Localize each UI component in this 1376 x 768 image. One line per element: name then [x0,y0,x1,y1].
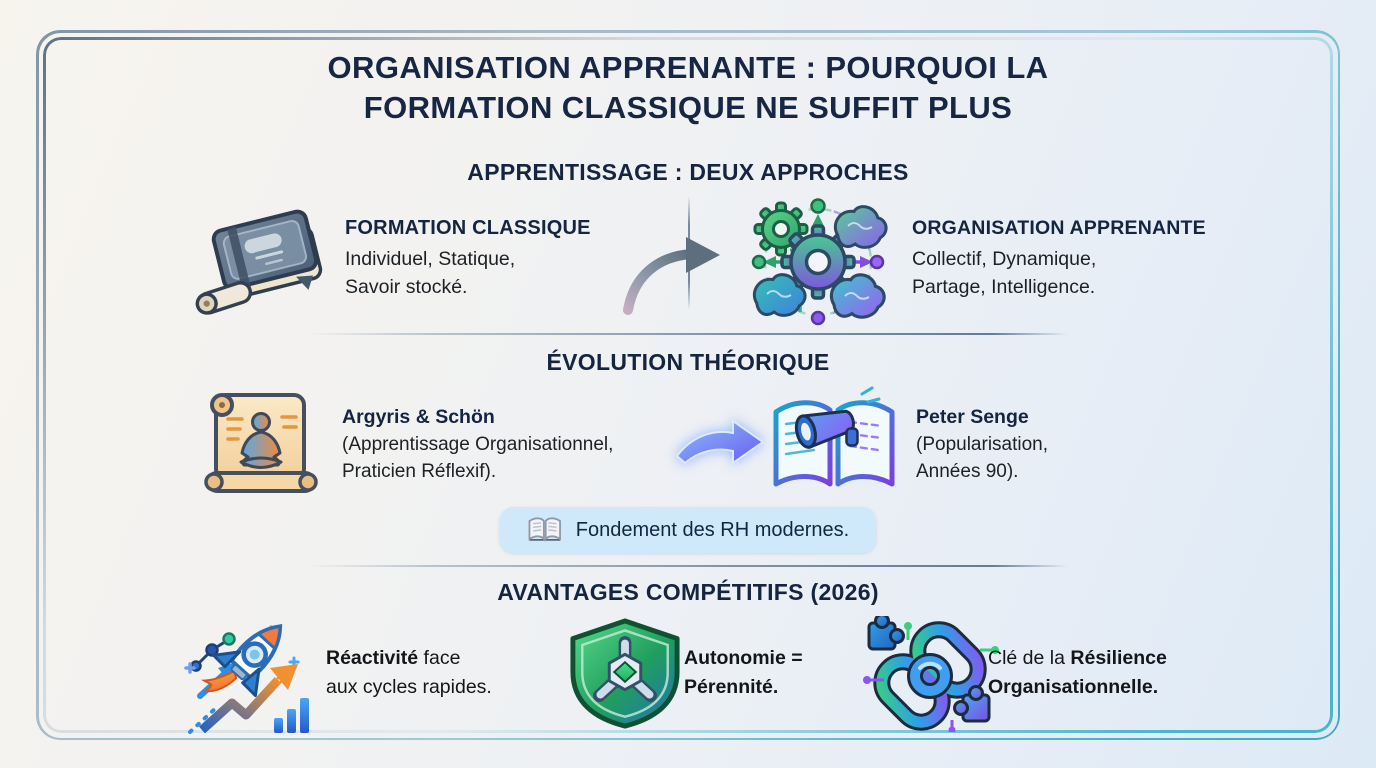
advantage-autonomy-line1: Autonomie = [684,647,803,669]
senge-line2: Années 90). [916,461,1019,482]
learning-org-line1: Collectif, Dynamique, [912,248,1097,270]
advantage-reactivity-line1: Réactivité face [326,647,461,669]
page-title-line2: FORMATION CLASSIQUE NE SUFFIT PLUS [363,90,1013,125]
advantage-resilience-line1: Clé de la Résilience [988,647,1167,669]
advantage-reactivity-keyword: Réactivité [326,647,419,669]
chain-puzzle-icon [863,616,999,732]
curved-gray-arrow-icon [623,237,720,315]
advantage-autonomy-line2: Pérennité. [684,676,779,698]
page-title-line1: ORGANISATION APPRENANTE : POURQUOI LA [327,50,1049,85]
classic-training-title: FORMATION CLASSIQUE [345,217,591,239]
shield-icon [570,618,680,729]
meditation-scroll-icon [204,393,318,493]
foundation-badge-text: Fondement des RH modernes. [575,518,850,541]
classic-training-block: FORMATION CLASSIQUE Individuel, Statique… [345,215,591,301]
blue-glow-arrow-icon [675,419,765,465]
section-heading-advantages: AVANTAGES COMPÉTITIFS (2026) [497,579,879,605]
learning-org-block: ORGANISATION APPRENANTE Collectif, Dynam… [912,215,1206,301]
advantage-resilience-line2: Organisationnelle. [988,676,1159,698]
argyris-line1: (Apprentissage Organisationnel, [342,434,614,455]
senge-block: Peter Senge (Popularisation, Années 90). [916,403,1048,485]
argyris-block: Argyris & Schön (Apprentissage Organisat… [342,403,613,485]
book-and-scroll-icon [195,209,323,315]
gears-brains-network-icon [751,198,888,326]
rocket-growth-icon [184,624,309,734]
foundation-badge: Fondement des RH modernes. [499,507,877,553]
learning-org-title: ORGANISATION APPRENANTE [912,217,1206,239]
advantage-resilience: Clé de la Résilience Organisationnelle. [988,644,1167,702]
section-heading-evolution: ÉVOLUTION THÉORIQUE [546,349,830,375]
book-megaphone-icon [773,386,895,487]
page-title: ORGANISATION APPRENANTE : POURQUOI LA FO… [0,48,1376,128]
senge-line1: (Popularisation, [916,434,1049,455]
classic-training-line2: Savoir stocké. [345,276,468,298]
advantage-autonomy: Autonomie = Pérennité. [684,644,803,702]
section-divider-1 [308,333,1068,335]
argyris-line2: Praticien Réflexif). [342,461,497,482]
argyris-name: Argyris & Schön [342,406,495,428]
classic-training-line1: Individuel, Statique, [345,248,516,270]
section-heading-approaches: APPRENTISSAGE : DEUX APPROCHES [467,159,909,185]
open-book-icon [528,517,561,542]
advantage-reactivity: Réactivité face aux cycles rapides. [326,644,492,702]
senge-name: Peter Senge [916,406,1029,428]
advantage-reactivity-line2: aux cycles rapides. [326,676,492,698]
section-divider-2 [308,565,1068,567]
learning-org-line2: Partage, Intelligence. [912,276,1096,298]
